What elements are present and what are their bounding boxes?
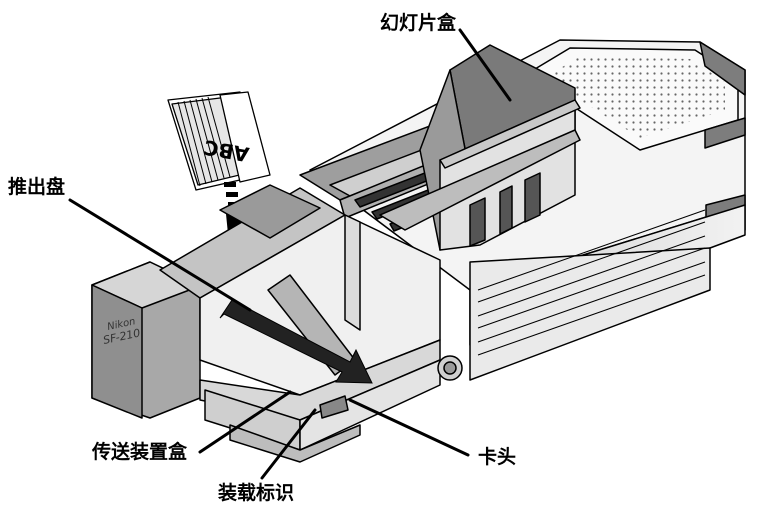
slide-stack	[167, 91, 271, 191]
label-latch: 卡头	[478, 446, 517, 468]
slide-holder-magazine	[379, 44, 581, 251]
eject-arrow	[219, 299, 373, 384]
scanner-body	[309, 39, 746, 381]
leader-latch	[348, 398, 470, 457]
leader-lines	[68, 28, 512, 480]
leader-transport-box	[198, 390, 292, 454]
label-eject-tray: 推出盘	[8, 176, 66, 198]
label-transport-box: 传送装置盒	[92, 441, 188, 463]
leader-loading-mark	[260, 408, 317, 480]
leader-eject-tray	[68, 198, 252, 312]
feeder-unit	[91, 184, 463, 463]
label-loading-mark: 装载标识	[218, 482, 295, 504]
label-slide-holder: 幻灯片盒	[380, 12, 457, 34]
leader-slide-holder	[458, 28, 512, 102]
